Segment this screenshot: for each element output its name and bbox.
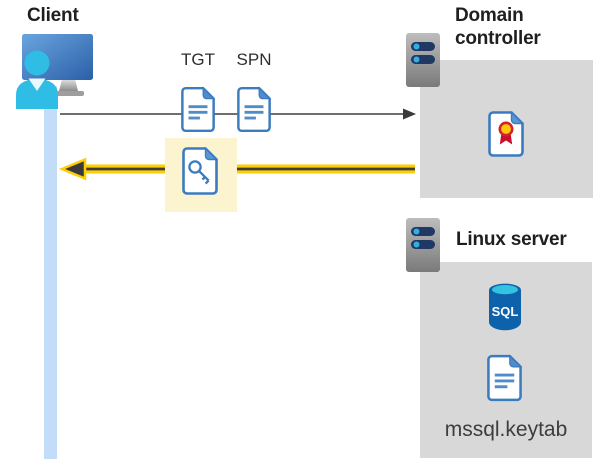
domain-controller-server-icon (406, 33, 440, 87)
certificate-icon (488, 111, 525, 157)
client-computer-user-icon (16, 34, 93, 109)
tgt-label: TGT (181, 50, 215, 69)
keytab-filename: mssql.keytab (444, 418, 568, 441)
tgt-document-icon (181, 86, 216, 133)
linux-server-title: Linux server (456, 229, 567, 250)
request-arrow (60, 108, 416, 120)
sql-badge-text: SQL (492, 304, 519, 319)
spn-label: SPN (236, 50, 272, 69)
spn-document-icon (237, 86, 272, 133)
request-arrowhead (403, 108, 416, 120)
key-glyph (188, 160, 210, 185)
person-head (24, 50, 50, 76)
linux-server-icon (406, 218, 440, 272)
key-document-icon (182, 147, 219, 195)
monitor-base (54, 91, 84, 96)
response-arrowhead (58, 157, 87, 181)
client-title: Client (27, 5, 79, 26)
person-collar (28, 78, 46, 91)
certificate-seal (498, 121, 514, 137)
person-body (16, 78, 58, 109)
client-lifeline (44, 86, 57, 459)
response-arrow (58, 157, 415, 181)
sql-database-icon: SQL (489, 283, 521, 331)
domain-controller-title: Domain controller (455, 5, 541, 50)
monitor-stand (59, 79, 78, 91)
keytab-document-icon (487, 354, 523, 402)
